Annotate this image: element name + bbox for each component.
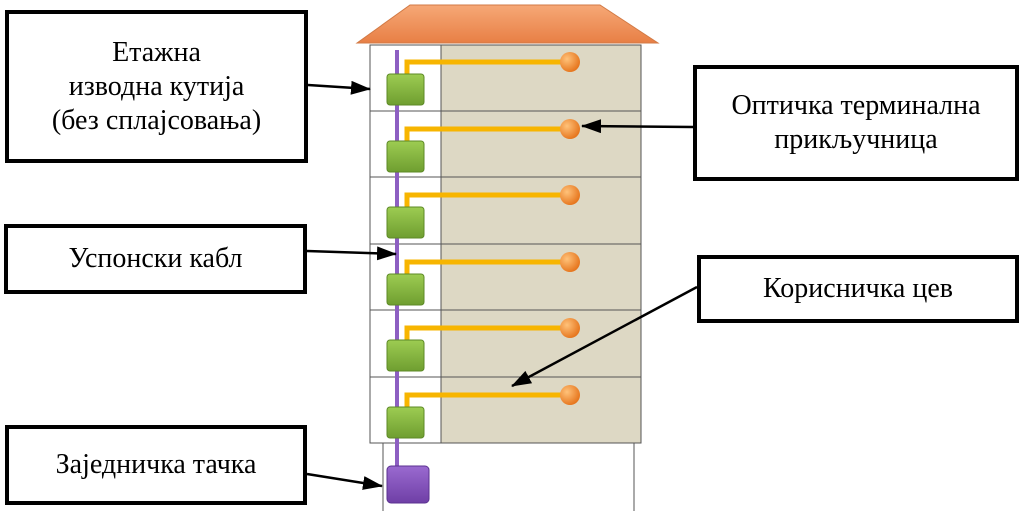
roof bbox=[355, 4, 660, 44]
callout-terminal: Оптичка терминална прикључница bbox=[693, 65, 1019, 181]
terminal-outlet bbox=[560, 119, 580, 139]
floor-box bbox=[386, 140, 425, 173]
terminal-outlet bbox=[560, 52, 580, 72]
floor-box bbox=[386, 273, 425, 306]
floor-box bbox=[386, 73, 425, 106]
callout-riser-label: Успонски кабл bbox=[68, 243, 243, 274]
common-point-box bbox=[386, 465, 430, 504]
floor-5 bbox=[386, 318, 580, 372]
floor-2 bbox=[386, 119, 580, 173]
floor-1 bbox=[386, 52, 580, 106]
floor-dividers bbox=[370, 110, 641, 378]
callout-common-point: Заједничка тачка bbox=[5, 425, 307, 505]
callout-floor-box: Етажна изводна кутија (без сплајсовања) bbox=[5, 10, 308, 163]
floor-4 bbox=[386, 252, 580, 306]
terminal-outlet bbox=[560, 385, 580, 405]
arrow-riser bbox=[306, 246, 397, 261]
floor-box bbox=[386, 339, 425, 372]
callout-user-pipe-label: Корисничка цев bbox=[763, 273, 953, 304]
floor-3 bbox=[386, 185, 580, 239]
floor-box bbox=[386, 206, 425, 239]
arrows bbox=[306, 80, 698, 490]
callout-riser: Успонски кабл bbox=[4, 224, 307, 294]
arrow-user-pipe bbox=[511, 285, 698, 388]
callout-terminal-line-1: Оптичка терминална bbox=[731, 90, 981, 121]
terminal-outlet bbox=[560, 318, 580, 338]
callout-floor-box-line-1: Етажна bbox=[112, 36, 201, 68]
terminal-outlet bbox=[560, 185, 580, 205]
callout-terminal-line-2: прикључница bbox=[774, 124, 938, 155]
terminal-outlet bbox=[560, 252, 580, 272]
arrow-common-point bbox=[306, 472, 383, 490]
arrow-floor-box bbox=[307, 80, 371, 95]
callout-floor-box-line-2: изводна кутија bbox=[68, 70, 245, 102]
floor-6 bbox=[386, 385, 580, 439]
arrow-terminal bbox=[581, 119, 694, 134]
callout-floor-box-line-3: (без сплајсовања) bbox=[51, 104, 262, 136]
callout-user-pipe: Корисничка цев bbox=[697, 255, 1019, 323]
floor-box bbox=[386, 406, 425, 439]
callout-common-point-label: Заједничка тачка bbox=[55, 449, 257, 480]
